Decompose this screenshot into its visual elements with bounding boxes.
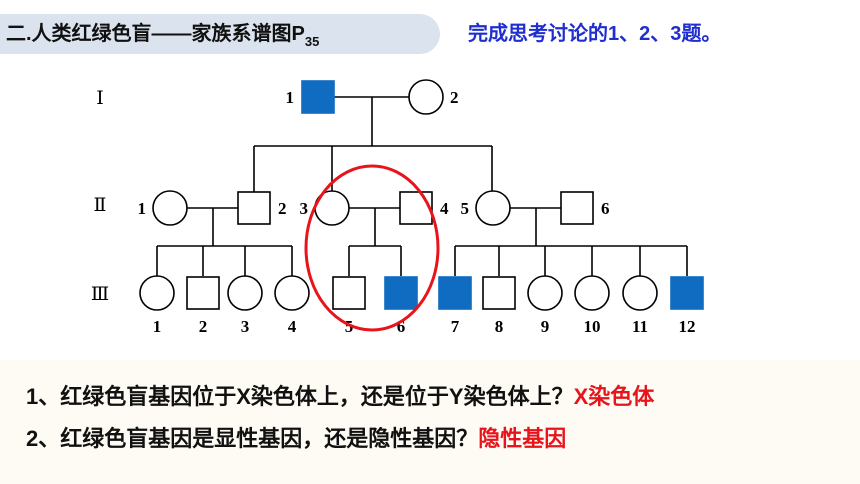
individual-label: 1 xyxy=(153,317,162,336)
task-instruction: 完成思考讨论的1、2、3题。 xyxy=(468,23,722,45)
individual-label: 9 xyxy=(541,317,550,336)
individual-label: 12 xyxy=(679,317,696,336)
individual-label: 4 xyxy=(288,317,297,336)
individual-iii-9-female xyxy=(527,275,563,311)
header-band xyxy=(0,14,440,54)
question-2: 2、红绿色盲基因是显性基因，还是隐性基因？隐性基因 xyxy=(26,426,567,451)
individual-iii-1-female xyxy=(139,275,175,311)
question-1: 1、红绿色盲基因位于X染色体上，还是位于Y染色体上？X染色体 xyxy=(26,384,655,409)
individual-ii-5-female xyxy=(475,190,511,226)
individual-label: 1 xyxy=(286,88,295,107)
individual-label: 1 xyxy=(138,199,147,218)
individual-iii-12-affected-male xyxy=(670,276,704,310)
individual-iii-5-male xyxy=(332,276,366,310)
individual-label: 4 xyxy=(440,199,449,218)
individual-label: 10 xyxy=(584,317,601,336)
individual-iii-7-affected-male xyxy=(438,276,472,310)
individual-label: 6 xyxy=(397,317,406,336)
generation-label: Ⅲ xyxy=(91,284,109,305)
individual-iii-10-female xyxy=(574,275,610,311)
qa-panel: 1、红绿色盲基因位于X染色体上，还是位于Y染色体上？X染色体 2、红绿色盲基因是… xyxy=(0,360,860,484)
individual-ii-4-male xyxy=(399,191,433,225)
individual-label: 11 xyxy=(632,317,648,336)
individual-iii-2-male xyxy=(186,276,220,310)
individual-ii-6-male xyxy=(560,191,594,225)
individual-iii-6-affected-male xyxy=(384,276,418,310)
individual-i-1-affected-male xyxy=(301,80,335,114)
individual-i-2-female xyxy=(408,79,444,115)
generation-label: Ⅱ xyxy=(94,195,107,216)
highlight-ellipse xyxy=(304,164,440,332)
individual-label: 2 xyxy=(199,317,208,336)
individual-label: 2 xyxy=(450,88,459,107)
individual-label: 7 xyxy=(451,317,460,336)
individual-iii-8-male xyxy=(482,276,516,310)
answer-2: 隐性基因 xyxy=(478,426,567,451)
individual-label: 5 xyxy=(461,199,470,218)
individual-label: 8 xyxy=(495,317,504,336)
slide-title: 二.人类红绿色盲——家族系谱图P35 xyxy=(6,23,320,49)
individual-label: 3 xyxy=(241,317,250,336)
individual-label: 2 xyxy=(278,199,287,218)
individual-iii-3-female xyxy=(227,275,263,311)
individual-ii-2-male xyxy=(237,191,271,225)
answer-1: X染色体 xyxy=(573,384,655,409)
individual-label: 3 xyxy=(300,199,309,218)
individual-iii-4-female xyxy=(274,275,310,311)
individual-label: 6 xyxy=(601,199,610,218)
generation-label: Ⅰ xyxy=(96,88,104,109)
individual-iii-11-female xyxy=(622,275,658,311)
individual-ii-1-female xyxy=(152,190,188,226)
